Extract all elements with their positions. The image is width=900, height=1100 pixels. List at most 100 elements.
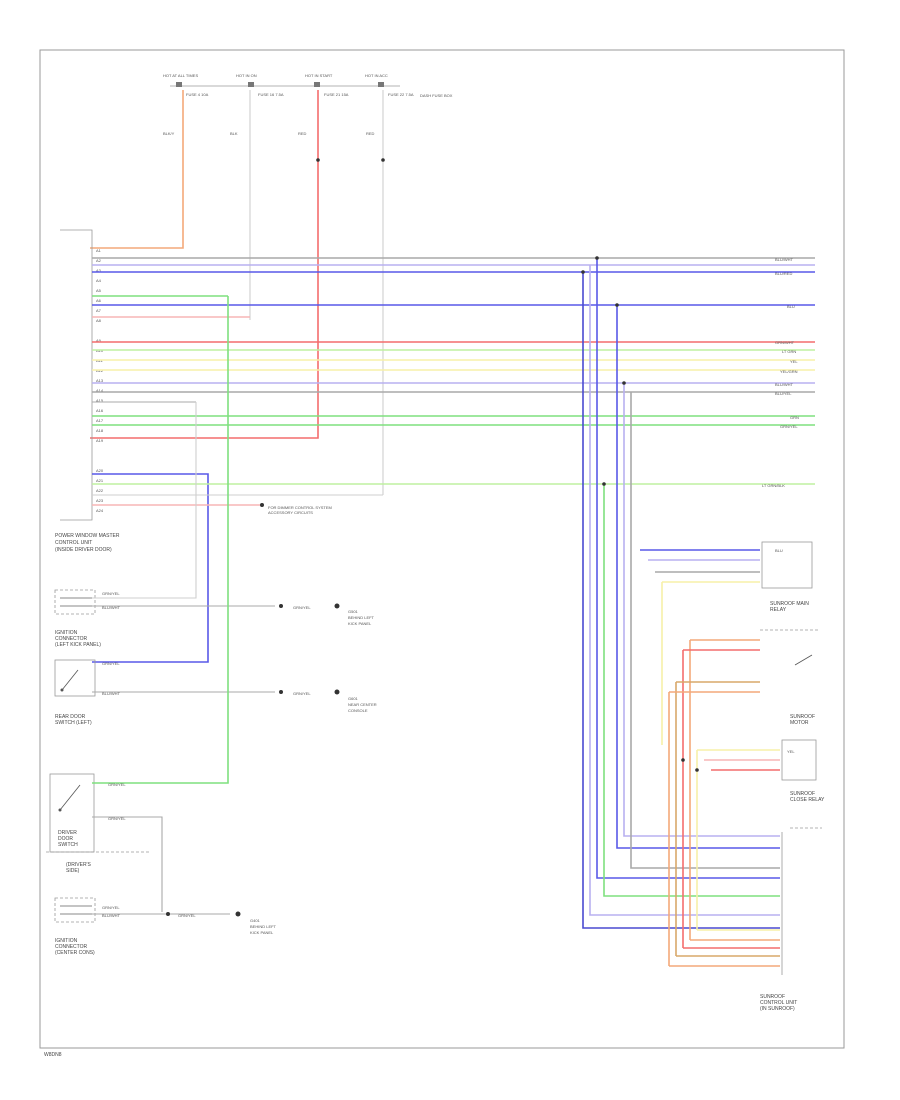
- ic1-label-3: (LEFT KICK PANEL): [55, 642, 101, 648]
- motor-label-2: MOTOR: [790, 720, 809, 726]
- right-wire-label-12: LT GRN/BLK: [762, 483, 785, 488]
- ground-note-line-1: FOR DIMMER CONTROL SYSTEM: [268, 505, 332, 510]
- ic1-label-1: IGNITION: [55, 630, 78, 636]
- ic2-wire-2: BLU/WHT: [102, 913, 121, 918]
- trunk-navy-1: [582, 272, 780, 929]
- diagram-frame: [39, 49, 845, 1049]
- fuse-box: HOT AT ALL TIMES FUSE 4 10A BLK/Y HOT IN…: [163, 73, 453, 136]
- diagram-id: W8DN8: [44, 1052, 62, 1058]
- feed-red: [90, 90, 319, 439]
- right-wire-label-11: GRN/YEL: [780, 424, 798, 429]
- scu-label-3: (IN SUNROOF): [760, 1006, 795, 1012]
- ic1-wire-1: GRN/YEL: [102, 591, 120, 596]
- rds-wire-2: BLU/WHT: [102, 691, 121, 696]
- ic1-wire-2: BLU/WHT: [102, 605, 121, 610]
- dds-label-5: SIDE): [66, 868, 80, 874]
- pin-a22: A22: [96, 488, 104, 493]
- ground-ref-2-line-1: G601: [348, 696, 359, 701]
- fuse-1-title: HOT AT ALL TIMES: [163, 73, 198, 78]
- rear-door-switch: GRN/YEL BLU/WHT REAR DOOR SWITCH (LEFT) …: [54, 659, 377, 726]
- pin-a21: A21: [96, 478, 104, 483]
- pin-a20: A20: [96, 468, 104, 473]
- ground-ref-3-line-1: G401: [250, 918, 261, 923]
- right-wire-label-7: YEL/GRN: [780, 369, 798, 374]
- motor-label-1: SUNROOF: [790, 714, 815, 720]
- ic2-wire-1: GRN/YEL: [102, 905, 120, 910]
- trunk-lavender-1: [589, 265, 780, 916]
- pin-a5: A5: [96, 288, 102, 293]
- fuse-box-label: DASH FUSE BOX: [420, 93, 453, 98]
- right-wire-label-5: LT GRN: [782, 349, 796, 354]
- ground-ref-1-wire: GRN/YEL: [293, 605, 311, 610]
- fuse-2-title: HOT IN ON: [236, 73, 257, 78]
- ground-note: FOR DIMMER CONTROL SYSTEM ACCESSORY CIRC…: [268, 505, 332, 515]
- fuse-4-title: HOT IN ACC: [365, 73, 388, 78]
- scu-label-1: SUNROOF: [760, 994, 785, 1000]
- pin-a19: A19: [96, 438, 104, 443]
- ground-note-line-2: ACCESSORY CIRCUITS: [268, 510, 313, 515]
- ground-ref-3-line-3: KICK PANEL: [250, 930, 274, 935]
- pin-a3: A3: [96, 268, 102, 273]
- right-wire-label-3: BLU: [787, 304, 795, 309]
- pin-a6: A6: [96, 298, 102, 303]
- sunroof-main-relay: BLU SUNROOF MAIN RELAY: [640, 541, 813, 745]
- fuse-feed-wires: [90, 90, 385, 495]
- trunk-blue-3: [616, 305, 780, 849]
- rds-wire-1: GRN/YEL: [102, 661, 120, 666]
- pin-a17: A17: [96, 418, 104, 423]
- dds-wire-2: GRN/YEL: [108, 816, 126, 821]
- dds-label-3: SWITCH: [58, 842, 78, 848]
- right-wire-label-8: BLU/WHT: [775, 382, 794, 387]
- scr-pin-label: YEL: [787, 749, 795, 754]
- ground-ref-1-line-3: KICK PANEL: [348, 621, 372, 626]
- bus-wire-16: [92, 473, 209, 663]
- ground-ref-2-line-2: NEAR CENTER: [348, 702, 377, 707]
- trunk-lavender-2: [623, 383, 780, 837]
- pin-a7: A7: [96, 308, 102, 313]
- fuse-3: HOT IN START FUSE 21 15A RED: [298, 73, 349, 136]
- ground-ref-2-wire: GRN/YEL: [293, 691, 311, 696]
- rds-label-1: REAR DOOR: [55, 714, 86, 720]
- fuse-3-title: HOT IN START: [305, 73, 333, 78]
- pcu-label-2: CONTROL UNIT: [55, 540, 92, 546]
- ground-ref-3-line-2: BEHIND LEFT: [250, 924, 277, 929]
- ground-ref-2-line-3: CONSOLE: [348, 708, 368, 713]
- fuse-2: HOT IN ON FUSE 16 7.5A BLK: [230, 73, 284, 136]
- fuse-1-wire: BLK/Y: [163, 131, 175, 136]
- sunroof-close-relay: YEL SUNROOF CLOSE RELAY: [681, 739, 825, 930]
- right-wire-label-1: BLU/WHT: [775, 257, 794, 262]
- ic1-label-2: CONNECTOR: [55, 636, 88, 642]
- fuse-1-rating: FUSE 4 10A: [186, 92, 209, 97]
- fuse-1: HOT AT ALL TIMES FUSE 4 10A BLK/Y: [163, 73, 209, 136]
- smr-pin-label: BLU: [775, 548, 783, 553]
- pin-a8: A8: [96, 318, 102, 323]
- scr-label-1: SUNROOF: [790, 791, 815, 797]
- right-wire-label-6: YEL: [790, 359, 798, 364]
- dds-label-1: DRIVER: [58, 830, 77, 836]
- scu-label-2: CONTROL UNIT: [760, 1000, 797, 1006]
- dds-label-2: DOOR: [58, 836, 73, 842]
- fuse-4-wire: RED: [366, 131, 375, 136]
- pcu-label-1: POWER WINDOW MASTER: [55, 533, 120, 539]
- fuse-2-rating: FUSE 16 7.5A: [258, 92, 284, 97]
- pin-a13: A13: [96, 378, 104, 383]
- trunk-gray: [630, 392, 780, 869]
- smr-label-2: RELAY: [770, 607, 787, 613]
- trunk-green: [603, 484, 780, 897]
- pcu-label-3: (INSIDE DRIVER DOOR): [55, 547, 112, 553]
- right-wire-label-2: BLU/RED: [775, 271, 792, 276]
- bus-wires: [92, 257, 815, 663]
- right-wire-label-10: GRN: [790, 415, 799, 420]
- smr-label-1: SUNROOF MAIN: [770, 601, 809, 607]
- pin-a2: A2: [96, 258, 102, 263]
- pin-a16: A16: [96, 408, 104, 413]
- dds-label-4: (DRIVER'S: [66, 862, 92, 868]
- ic2-label-2: CONNECTOR: [55, 944, 88, 950]
- driver-door-switch: GRN/YEL GRN/YEL DRIVER DOOR SWITCH (DRIV…: [46, 296, 229, 912]
- fuse-3-rating: FUSE 21 15A: [324, 92, 349, 97]
- pin-a23: A23: [96, 498, 104, 503]
- pin-a15: A15: [96, 398, 104, 403]
- dds-wire-1: GRN/YEL: [108, 782, 126, 787]
- ic2-label-3: (CENTER CONS): [55, 950, 95, 956]
- right-wire-label-4: GRN/WHT: [775, 340, 795, 345]
